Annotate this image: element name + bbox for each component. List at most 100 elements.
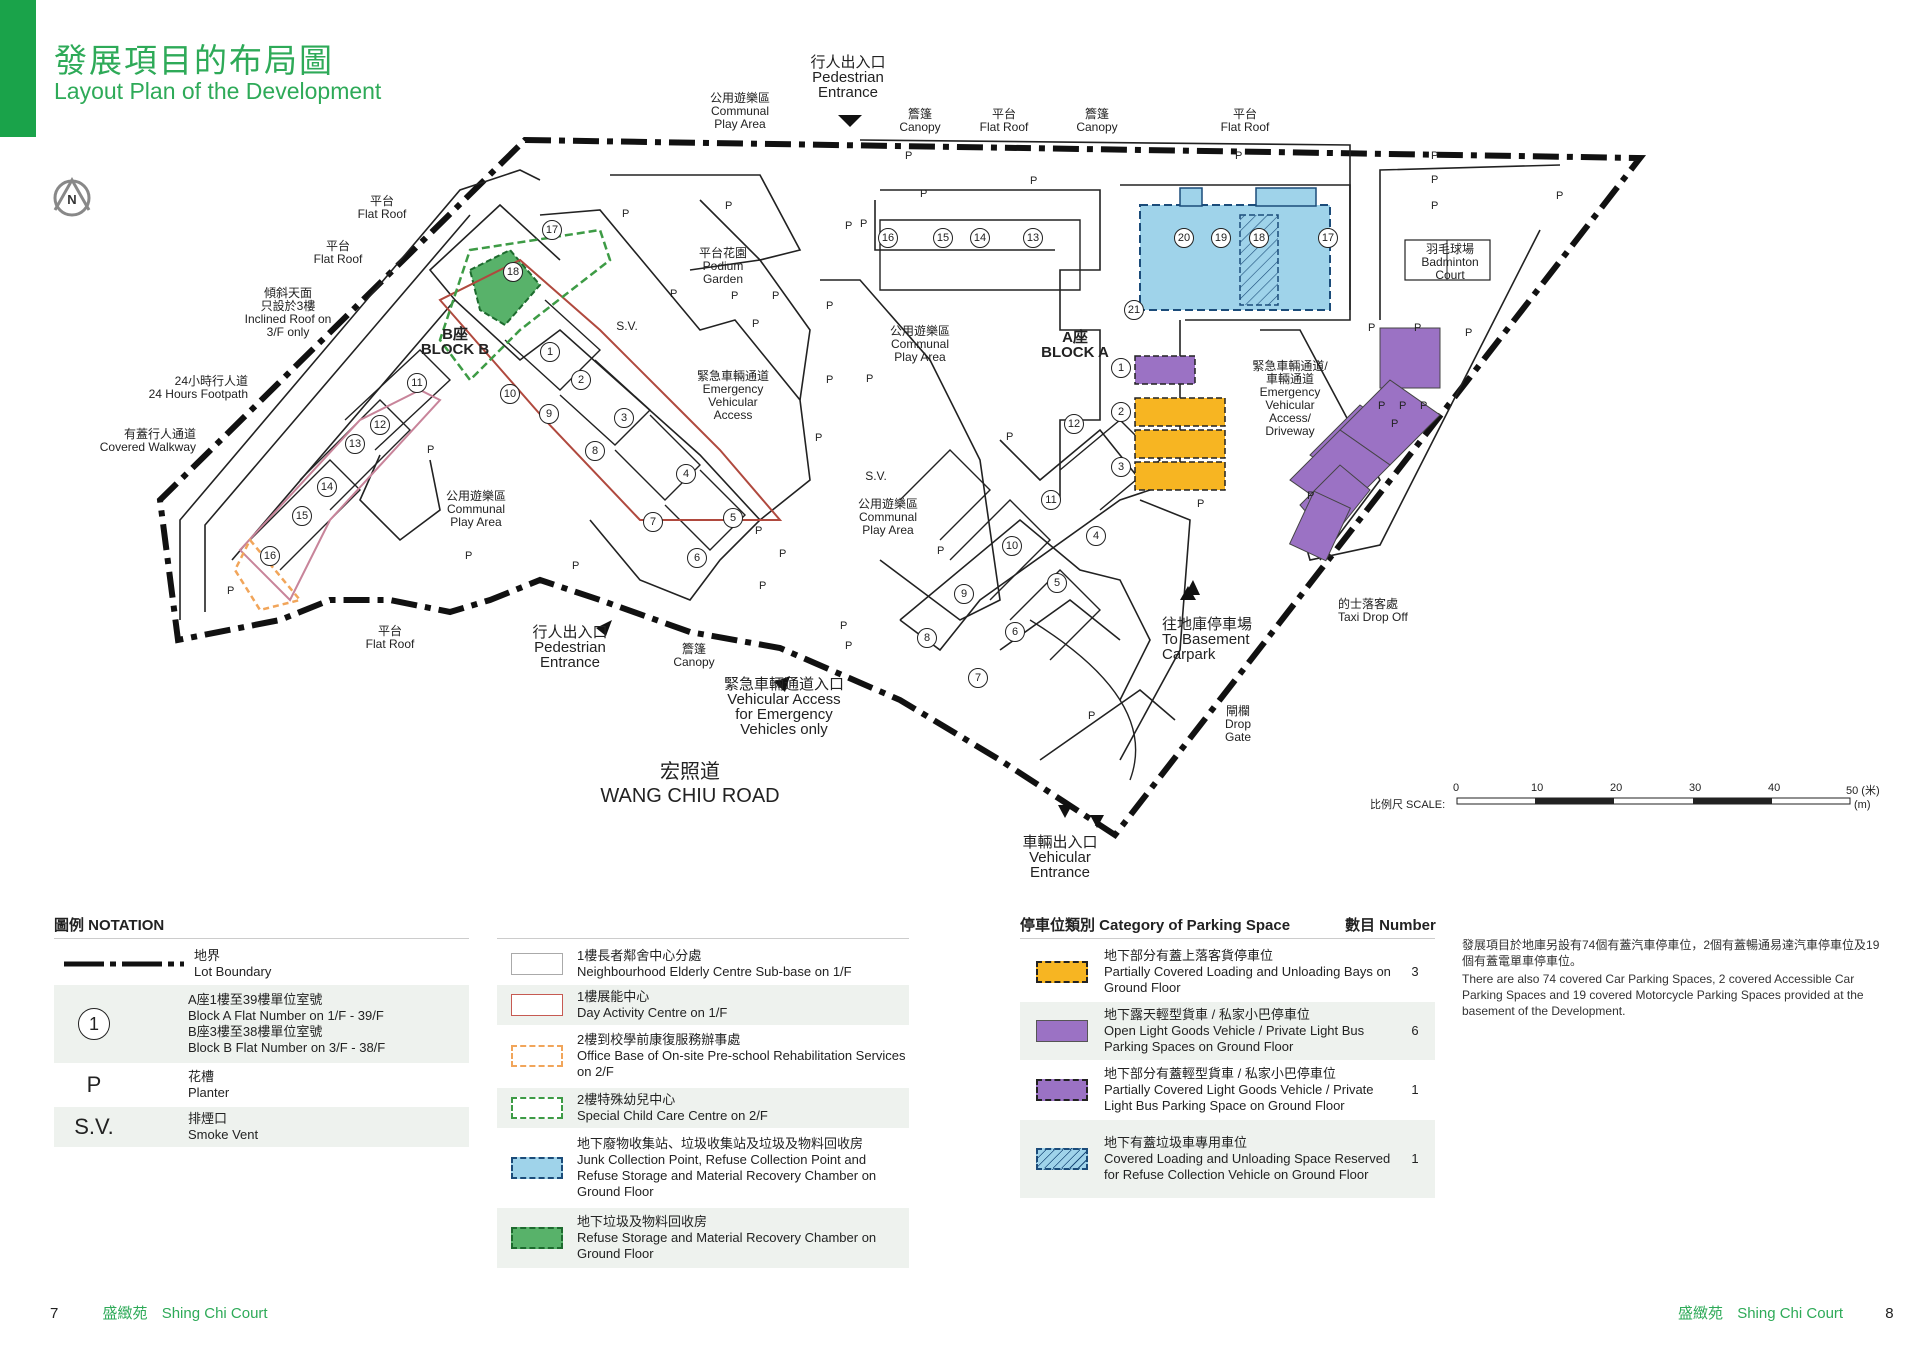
planter-mark: P — [755, 525, 763, 537]
planter-mark: P — [937, 545, 945, 557]
planter-mark: P — [1431, 200, 1439, 212]
flat-number-block-b: 4 — [676, 464, 696, 484]
page-title-en: Layout Plan of the Development — [54, 78, 382, 104]
planter-mark: P — [1378, 400, 1386, 412]
planter-mark: P — [845, 220, 853, 232]
flat-number-block-b: 7 — [643, 512, 663, 532]
planter-mark: P — [572, 560, 580, 572]
planter-mark: P — [772, 290, 780, 302]
parking-count: 6 — [1411, 1023, 1419, 1038]
flat-number-block-a: 18 — [1249, 228, 1269, 248]
planter-mark: P — [1556, 190, 1564, 202]
planter-mark: P — [840, 620, 848, 632]
flat-number-block-a: 21 — [1124, 300, 1144, 320]
flat-number-block-a: 17 — [1318, 228, 1338, 248]
flat-number-block-b: 16 — [260, 546, 280, 566]
flat-number-block-a: 11 — [1041, 490, 1061, 510]
scale-tick: 30 — [1689, 782, 1702, 794]
flat-number-block-b: 8 — [585, 441, 605, 461]
flat-number-block-b: 5 — [723, 508, 743, 528]
loading-bays — [1134, 397, 1226, 491]
planter-mark: P — [1368, 322, 1376, 334]
scale-bar — [1456, 797, 1851, 805]
footer-left: 7 盛緻苑 Shing Chi Court — [50, 1305, 268, 1322]
flat-number-block-a: 13 — [1023, 228, 1043, 248]
scale-tick: 0 — [1453, 782, 1460, 794]
flat-number-block-a: 15 — [933, 228, 953, 248]
planter-mark: P — [779, 548, 787, 560]
planter-mark: P — [826, 374, 834, 386]
scale-unit: (m) — [1854, 799, 1871, 811]
planter-mark: P — [1391, 418, 1399, 430]
parking-count: 1 — [1411, 1151, 1419, 1166]
parking-count: 1 — [1411, 1082, 1419, 1097]
parking-count-title: 數目 Number — [1345, 917, 1436, 934]
flat-number-block-a: 16 — [878, 228, 898, 248]
flat-number-block-a: 10 — [1002, 536, 1022, 556]
flat-number-block-a: 12 — [1064, 414, 1084, 434]
flat-number-block-a: 3 — [1111, 457, 1131, 477]
planter-mark: P — [1431, 150, 1439, 162]
flat-number-block-b: 14 — [317, 477, 337, 497]
flat-number-block-a: 2 — [1111, 402, 1131, 422]
parking-count: 3 — [1411, 964, 1419, 979]
planter-mark: P — [725, 200, 733, 212]
planter-mark: P — [1307, 490, 1315, 502]
flat-number-block-b: 9 — [539, 404, 559, 424]
planter-mark: P — [1420, 400, 1428, 412]
flat-number-block-b: 12 — [370, 415, 390, 435]
refuse-room-green — [468, 248, 542, 327]
flat-number-block-b: 6 — [687, 548, 707, 568]
flat-number-block-b: 18 — [503, 262, 523, 282]
planter-mark: P — [1431, 174, 1439, 186]
scale-tick: 20 — [1610, 782, 1623, 794]
planter-mark: P — [866, 373, 874, 385]
basement-parking-note: 發展項目於地庫另設有74個有蓋汽車停車位，2個有蓋暢通易達汽車停車位及19個有蓋… — [1462, 938, 1880, 1018]
planter-mark: P — [731, 290, 739, 302]
flat-number-block-b: 3 — [614, 408, 634, 428]
flat-number-block-b: 15 — [292, 506, 312, 526]
planter-mark: P — [905, 150, 913, 162]
flat-number-block-b: 1 — [540, 342, 560, 362]
planter-mark: P — [622, 208, 630, 220]
svg-text:N: N — [67, 192, 76, 207]
scale-tick: 50 (米) — [1846, 785, 1880, 797]
planter-mark: P — [1399, 400, 1407, 412]
scale-label: 比例尺 SCALE: — [1370, 799, 1446, 811]
flat-number-block-a: 20 — [1174, 228, 1194, 248]
planter-mark: P — [920, 188, 928, 200]
goods-vehicle-bays-open — [1288, 327, 1441, 562]
footer-right: 盛緻苑 Shing Chi Court 8 — [1678, 1305, 1894, 1322]
flat-number-block-a: 5 — [1047, 573, 1067, 593]
planter-mark: P — [1465, 327, 1473, 339]
page-number-left: 7 — [50, 1305, 59, 1322]
